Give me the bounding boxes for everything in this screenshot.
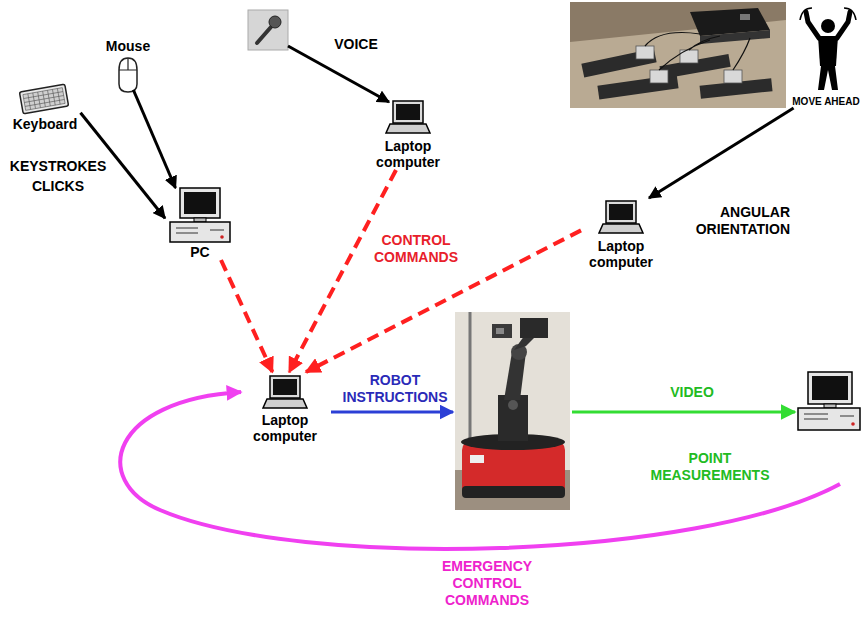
- signal-label: EMERGENCY CONTROL COMMANDS: [439, 558, 536, 609]
- robot-photo: [455, 312, 570, 510]
- node-label: Laptop computer: [581, 238, 661, 270]
- connector-arrow: [649, 108, 794, 198]
- laptop-node: Laptop computer: [581, 198, 661, 270]
- laptop-node: Laptop computer: [368, 98, 448, 170]
- dashed-arrow: [306, 230, 581, 372]
- signal-label: POINT MEASUREMENTS: [647, 450, 773, 484]
- robot-instructions-arrow: [331, 411, 453, 414]
- keyboard-node: Keyboard: [10, 84, 81, 132]
- signal-label: VIDEO: [657, 384, 727, 401]
- dashed-arrow: [221, 260, 272, 372]
- input-label: CLICKS: [3, 178, 113, 195]
- edge-label: CONTROL COMMANDS: [368, 232, 464, 266]
- edge-label: ANGULAR ORIENTATION: [686, 204, 790, 238]
- gesture-node: MOVE AHEAD: [790, 4, 862, 108]
- pc-icon: [170, 188, 230, 242]
- microphone-icon: [248, 10, 288, 50]
- node-label: Keyboard: [10, 116, 81, 132]
- gesture-figure: [800, 8, 856, 90]
- connector-arrow: [133, 90, 175, 188]
- emergency-arrow: [120, 392, 840, 549]
- mouse-node: Mouse: [101, 38, 155, 90]
- pc-node: PC: [165, 188, 235, 260]
- pc-icon: [798, 372, 860, 430]
- dashed-arrow: [289, 170, 396, 372]
- video-arrow: [572, 411, 795, 414]
- input-label: KEYSTROKES: [3, 158, 113, 175]
- laptop-icon: [386, 101, 430, 133]
- node-label: PC: [165, 244, 235, 260]
- node-label: Mouse: [101, 38, 155, 54]
- node-label: Laptop computer: [368, 138, 448, 170]
- sensor-photo: [570, 2, 786, 108]
- mouse-icon: [119, 58, 137, 92]
- keyboard-icon: [19, 84, 68, 114]
- signal-label: ROBOT INSTRUCTIONS: [339, 372, 451, 406]
- laptop-node: Laptop computer: [243, 372, 327, 444]
- node-label: MOVE AHEAD: [790, 96, 862, 108]
- voice-arrow: [288, 46, 389, 102]
- laptop-icon: [263, 376, 307, 408]
- input-label: VOICE: [326, 36, 386, 53]
- node-label: Laptop computer: [243, 412, 327, 444]
- laptop-icon: [599, 201, 643, 233]
